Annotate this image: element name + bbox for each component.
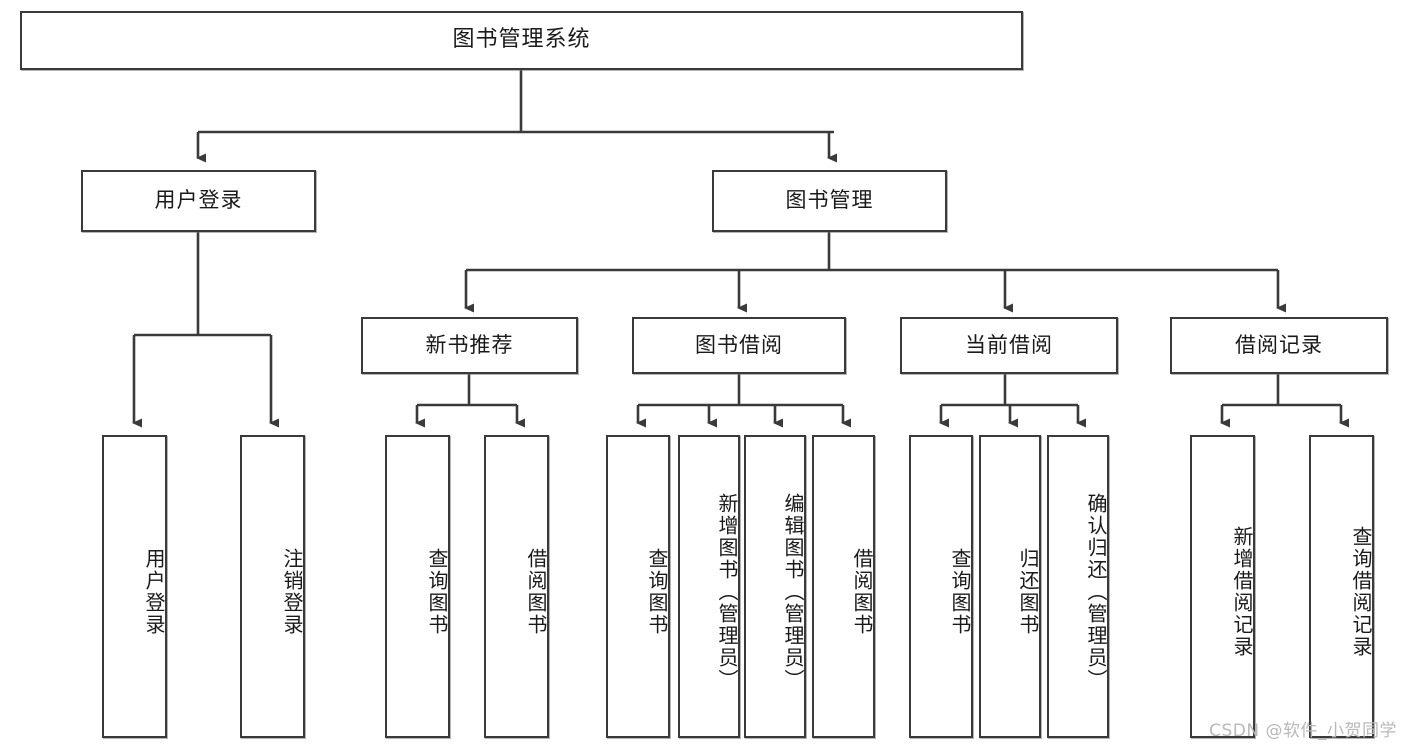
leaf-query-borrow-record[interactable]: 查询借阅记录	[1309, 435, 1374, 738]
node-label: 查询图书	[425, 547, 449, 636]
node-label: 借阅图书	[850, 547, 874, 636]
leaf-confirm-return-admin[interactable]: 确认归还（管理员）	[1047, 435, 1109, 738]
leaf-query-book-borrow[interactable]: 查询图书	[606, 435, 670, 738]
leaf-borrow-book[interactable]: 借阅图书	[812, 435, 875, 738]
node-root-book-management-system[interactable]: 图书管理系统	[20, 11, 1023, 70]
node-book-management[interactable]: 图书管理	[712, 170, 947, 232]
node-label: 图书管理系统	[452, 27, 591, 53]
node-label: 新增图书（管理员）	[715, 492, 739, 691]
node-label: 图书借阅	[695, 332, 783, 357]
leaf-user-login[interactable]: 用户登录	[102, 435, 167, 738]
csdn-watermark: CSDN @软件_小贺同学	[1209, 721, 1397, 741]
node-label: 确认归还（管理员）	[1084, 492, 1108, 691]
node-label: 新增借阅记录	[1230, 525, 1254, 658]
node-label: 归还图书	[1016, 547, 1040, 636]
node-label: 图书管理	[785, 188, 874, 213]
node-user-login[interactable]: 用户登录	[81, 170, 316, 232]
node-label: 注销登录	[280, 547, 304, 636]
leaf-logout[interactable]: 注销登录	[240, 435, 305, 738]
leaf-query-book-current[interactable]: 查询图书	[909, 435, 973, 738]
node-label: 查询借阅记录	[1349, 525, 1373, 658]
node-label: 查询图书	[948, 547, 972, 636]
node-label: 借阅图书	[524, 547, 548, 636]
leaf-return-book[interactable]: 归还图书	[979, 435, 1041, 738]
node-current-borrow[interactable]: 当前借阅	[900, 317, 1118, 374]
node-borrow-record[interactable]: 借阅记录	[1170, 317, 1388, 374]
leaf-borrow-book-recommend[interactable]: 借阅图书	[484, 435, 549, 738]
leaf-query-book-recommend[interactable]: 查询图书	[385, 435, 450, 738]
leaf-edit-book-admin[interactable]: 编辑图书（管理员）	[744, 435, 806, 738]
leaf-add-book-admin[interactable]: 新增图书（管理员）	[678, 435, 740, 738]
node-new-book-recommend[interactable]: 新书推荐	[361, 317, 578, 374]
node-label: 借阅记录	[1235, 332, 1323, 357]
node-label: 新书推荐	[425, 332, 514, 357]
node-book-borrow[interactable]: 图书借阅	[632, 317, 846, 374]
node-label: 用户登录	[142, 547, 166, 636]
leaf-add-borrow-record[interactable]: 新增借阅记录	[1190, 435, 1255, 738]
node-label: 查询图书	[645, 547, 669, 636]
node-label: 编辑图书（管理员）	[781, 492, 805, 691]
node-label: 当前借阅	[965, 332, 1053, 357]
node-label: 用户登录	[154, 188, 243, 213]
